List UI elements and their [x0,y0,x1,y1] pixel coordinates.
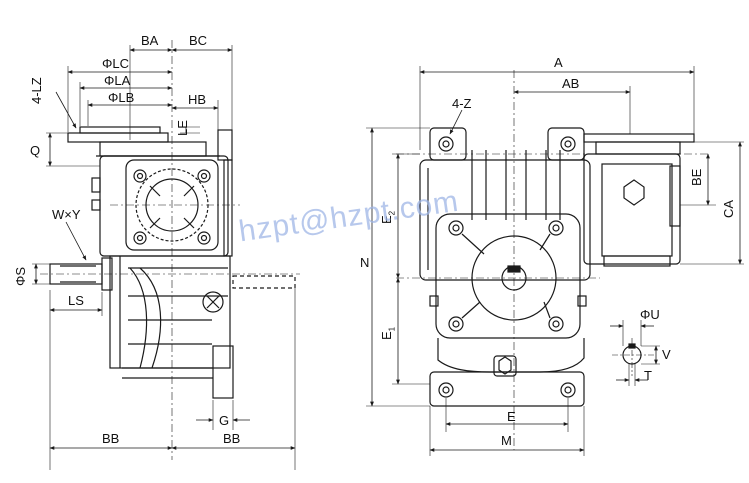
dim-label-e1: E1 [379,326,397,340]
dim-label-e: E [507,409,516,424]
front-output-flange [435,213,581,339]
dim-label-m: M [501,433,512,448]
dim-label-lc: ΦLC [102,56,129,71]
dim-label-bb-right: BB [223,431,241,446]
front-view [366,66,744,456]
dim-label-ca: CA [721,199,736,218]
dim-label-g: G [219,413,230,428]
dim-label-a: A [554,55,563,70]
dim-label-lb: ΦLB [108,90,135,105]
dim-label-be: BE [689,168,704,186]
front-foot [429,371,585,407]
shaft-keyway-detail [610,320,660,386]
dim-label-lz: 4-LZ [29,77,44,104]
dim-label-ba: BA [141,33,159,48]
dim-label-le: LE [175,120,190,136]
dim-label-s: ΦS [13,266,28,286]
dim-label-v: V [662,347,671,362]
dim-label-n: N [360,255,370,270]
dim-label-wxy: W×Y [52,207,81,222]
dim-label-z: 4-Z [452,96,472,111]
dim-label-ls: LS [68,293,84,308]
side-view [32,40,300,470]
flange-spigot [79,126,161,134]
dim-label-ab: AB [562,76,580,91]
dim-label-bc: BC [189,33,208,48]
dim-label-hb: HB [188,92,207,107]
dim-label-t: T [644,368,652,383]
motor-flange [67,132,169,143]
dim-label-q: Q [30,143,41,158]
dim-label-la: ΦLA [104,73,131,88]
side-foot [212,345,234,399]
dim-label-u: ΦU [640,307,660,322]
front-adapter-housing [583,153,681,265]
dim-label-bb-left: BB [102,431,120,446]
front-main-body [419,159,591,281]
